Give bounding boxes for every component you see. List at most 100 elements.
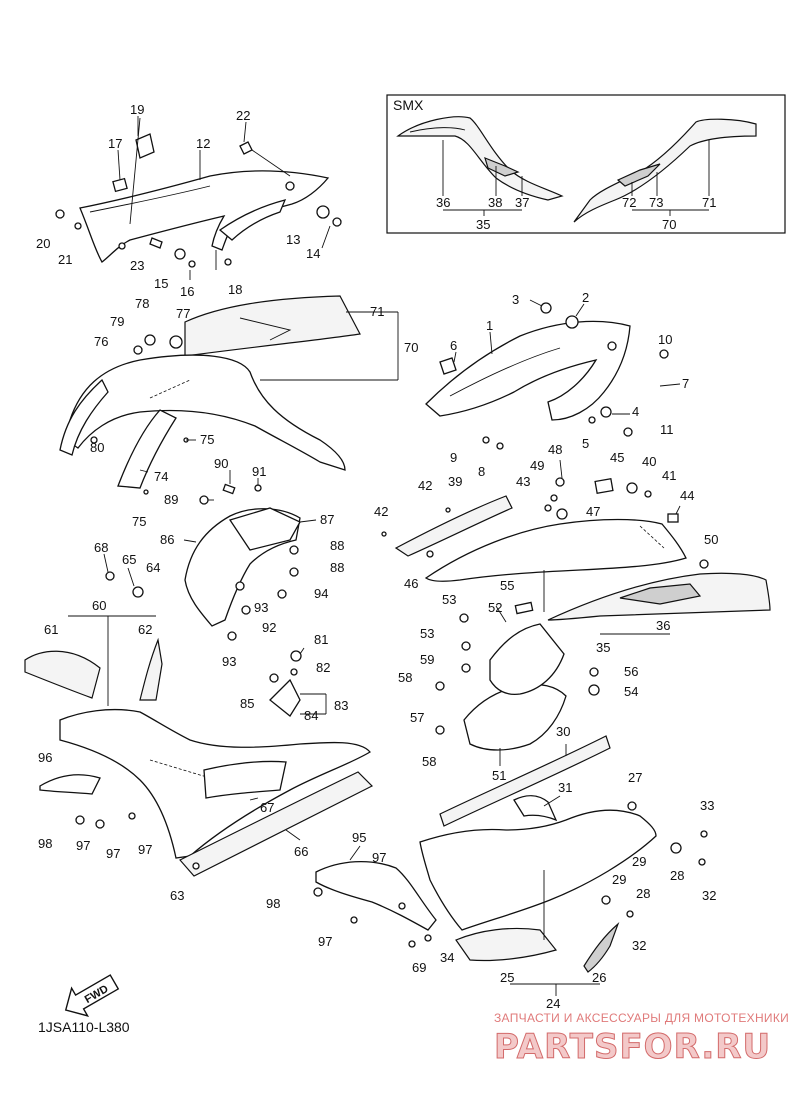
callout-47: 47	[586, 504, 600, 519]
callout-82: 82	[316, 660, 330, 675]
callout-19: 19	[130, 102, 144, 117]
callout-28: 28	[636, 886, 650, 901]
callout-60: 60	[92, 598, 106, 613]
callout-97: 97	[76, 838, 90, 853]
callout-13: 13	[286, 232, 300, 247]
callout-74: 74	[154, 469, 168, 484]
callout-41: 41	[662, 468, 676, 483]
callout-71: 71	[702, 195, 716, 210]
group-lower-left-cowl: 60 61 62 68 65 64 67 66 63 96 98 97 97 9…	[24, 540, 374, 903]
callout-85: 85	[240, 696, 254, 711]
callout-84: 84	[304, 708, 318, 723]
callout-6: 6	[450, 338, 457, 353]
callout-46: 46	[404, 576, 418, 591]
callout-70: 70	[404, 340, 418, 355]
callout-64: 64	[146, 560, 160, 575]
callout-58: 58	[422, 754, 436, 769]
callout-10: 10	[658, 332, 672, 347]
callout-67: 67	[260, 800, 274, 815]
callout-52: 52	[488, 600, 502, 615]
callout-32: 32	[632, 938, 646, 953]
callout-23: 23	[130, 258, 144, 273]
callout-78: 78	[135, 296, 149, 311]
callout-17: 17	[108, 136, 122, 151]
fwd-arrow-icon	[64, 974, 120, 1017]
callout-97: 97	[372, 850, 386, 865]
callout-35: 35	[596, 640, 610, 655]
inset-title: SMX	[393, 97, 424, 113]
callout-79: 79	[110, 314, 124, 329]
callout-36: 36	[656, 618, 670, 633]
callout-15: 15	[154, 276, 168, 291]
callout-29: 29	[632, 854, 646, 869]
callout-45: 45	[610, 450, 624, 465]
callout-24: 24	[546, 996, 560, 1011]
callout-21: 21	[58, 252, 72, 267]
callout-5: 5	[582, 436, 589, 451]
callout-75: 75	[200, 432, 214, 447]
callout-93: 93	[254, 600, 268, 615]
callout-88: 88	[330, 560, 344, 575]
callout-96: 96	[38, 750, 52, 765]
group-left-cowl: 71 70 78 79 77 76 75 80 74 75	[59, 295, 418, 529]
fwd-label: FWD	[83, 983, 111, 1006]
callout-80: 80	[90, 440, 104, 455]
callout-98: 98	[38, 836, 52, 851]
callout-44: 44	[680, 488, 694, 503]
callout-40: 40	[642, 454, 656, 469]
callout-89: 89	[164, 492, 178, 507]
callout-25: 25	[500, 970, 514, 985]
callout-57: 57	[410, 710, 424, 725]
callout-53: 53	[442, 592, 456, 607]
group-upper-bracket: 19 17 12 22 20 21 23 15 16 18 13 14	[36, 102, 342, 299]
callout-68: 68	[94, 540, 108, 555]
callout-81: 81	[314, 632, 328, 647]
callout-2: 2	[582, 290, 589, 305]
callout-86: 86	[160, 532, 174, 547]
callout-12: 12	[196, 136, 210, 151]
callout-50: 50	[704, 532, 718, 547]
callout-20: 20	[36, 236, 50, 251]
callout-32: 32	[702, 888, 716, 903]
callout-58: 58	[398, 670, 412, 685]
callout-71: 71	[370, 304, 384, 319]
callout-14: 14	[306, 246, 320, 261]
callout-95: 95	[352, 830, 366, 845]
callout-83: 83	[334, 698, 348, 713]
watermark-brand: PARTSFOR.RU	[494, 1027, 771, 1067]
callout-42: 42	[374, 504, 388, 519]
callout-73: 73	[649, 195, 663, 210]
callout-49: 49	[530, 458, 544, 473]
callout-87: 87	[320, 512, 334, 527]
callout-18: 18	[228, 282, 242, 297]
callout-65: 65	[122, 552, 136, 567]
callout-42: 42	[418, 478, 432, 493]
callout-54: 54	[624, 684, 638, 699]
callout-92: 92	[262, 620, 276, 635]
callout-91: 91	[252, 464, 266, 479]
callout-26: 26	[592, 970, 606, 985]
group-duct-51-59: 55 53 52 53 59 58 57 58 56 54 51	[398, 578, 638, 783]
watermark: ЗАПЧАСТИ И АКСЕССУАРЫ ДЛЯ МОТОТЕХНИКИ PA…	[494, 1011, 789, 1068]
callout-4: 4	[632, 404, 639, 419]
callout-77: 77	[176, 306, 190, 321]
callout-35: 35	[476, 217, 490, 232]
callout-22: 22	[236, 108, 250, 123]
callout-8: 8	[478, 464, 485, 479]
callout-53: 53	[420, 626, 434, 641]
callout-31: 31	[558, 780, 572, 795]
group-right-cowl: 39 42 42 48 49 43 47 45 40 41 44 50 46 3…	[374, 442, 771, 655]
callout-55: 55	[500, 578, 514, 593]
callout-48: 48	[548, 442, 562, 457]
callout-36: 36	[436, 195, 450, 210]
callout-39: 39	[448, 474, 462, 489]
group-inner-duct: 90 91 89 87 86 88 88 94 93 92 93	[160, 456, 344, 669]
fwd-arrow: FWD	[64, 974, 120, 1017]
callout-1: 1	[486, 318, 493, 333]
callout-69: 69	[412, 960, 426, 975]
callout-7: 7	[682, 376, 689, 391]
callout-3: 3	[512, 292, 519, 307]
callout-93: 93	[222, 654, 236, 669]
callout-34: 34	[440, 950, 454, 965]
